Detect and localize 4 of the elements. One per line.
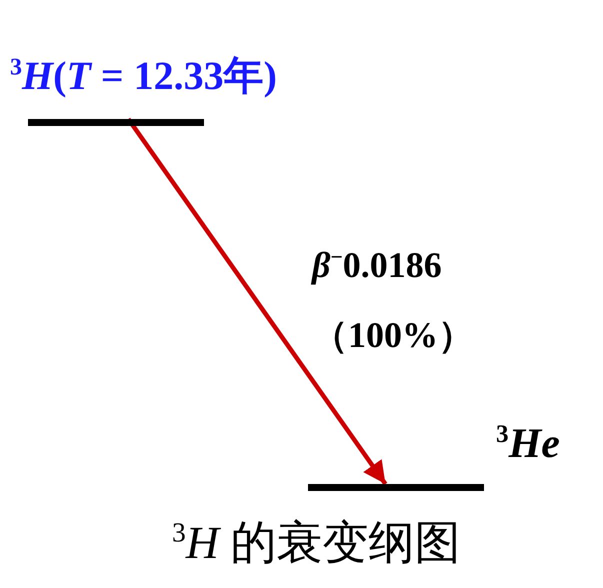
- arrow: [126, 118, 388, 486]
- level-label: $^{3}$He: [496, 420, 560, 468]
- caption: $^{3}$H 的衰变纲图: [172, 516, 461, 570]
- level-label: $^{3}$H(T = 12.33年): [10, 52, 278, 100]
